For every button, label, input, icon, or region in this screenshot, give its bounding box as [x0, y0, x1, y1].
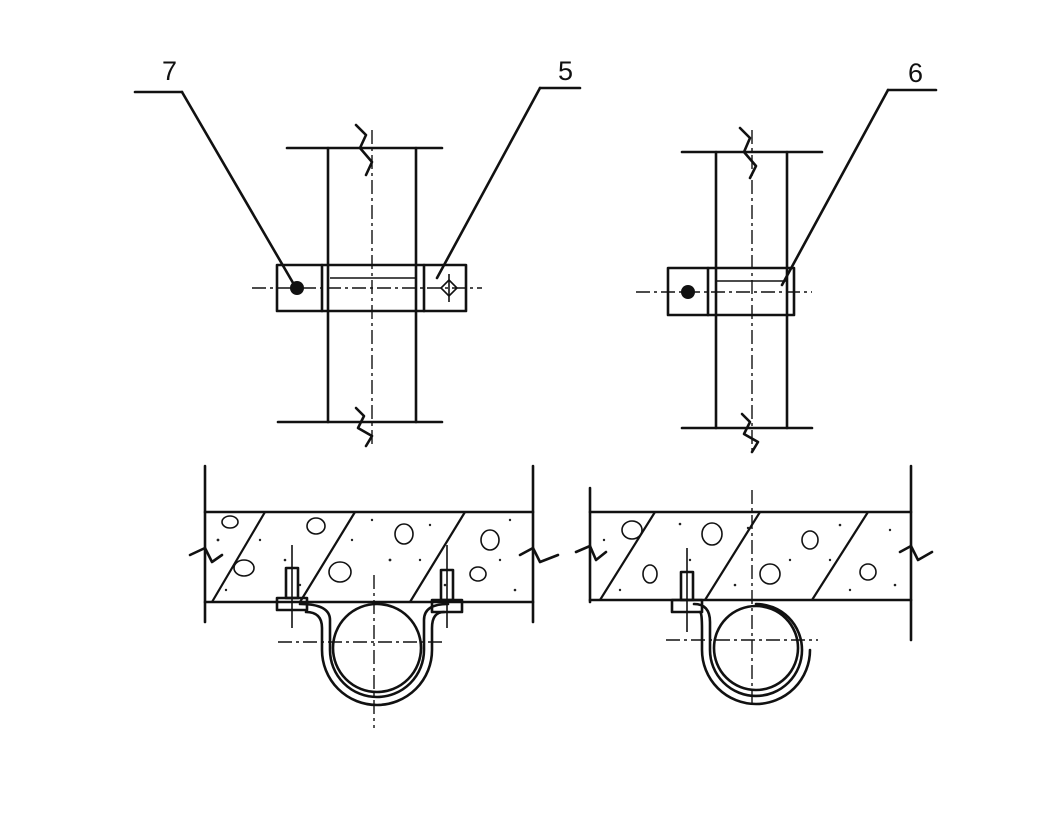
bolt-left [290, 281, 304, 295]
slab-break-right [518, 546, 560, 564]
bolt2 [681, 285, 695, 299]
aggregate2-3 [801, 530, 819, 550]
slab2-hatch-3 [811, 511, 869, 601]
slab-hatch-2 [299, 511, 356, 603]
slab2-hatch-1 [599, 511, 656, 601]
aggregate-1 [221, 515, 239, 529]
callout-label-6: 6 [908, 58, 924, 88]
slab2-break-left [574, 544, 608, 562]
slab-break-left [188, 546, 224, 564]
plan-view-single-clamp [636, 88, 938, 454]
concrete2-speckle [602, 522, 897, 592]
leader-line-5-diagonal [435, 86, 542, 280]
aggregate-3 [394, 523, 414, 545]
aggregate2-4 [642, 564, 658, 584]
pipe2-section [712, 604, 800, 692]
pipe-section [331, 602, 423, 694]
leader-line-7-diagonal [180, 90, 298, 290]
leader-line-6-diagonal [780, 88, 890, 287]
callout-label-7: 7 [162, 56, 178, 86]
slab-hatch-3 [409, 511, 466, 603]
aggregate-7 [469, 566, 487, 582]
u-strap-inner [304, 610, 446, 707]
callout-label-5: 5 [558, 56, 574, 86]
aggregate2-5 [759, 563, 781, 585]
aggregate-6 [328, 561, 352, 583]
break-mark2-top [738, 126, 758, 180]
aggregate-2 [306, 517, 326, 535]
section-view-double-clamp [188, 464, 560, 728]
section-view-single-clamp [574, 464, 934, 708]
aggregate-5 [233, 559, 255, 577]
break-mark2-bottom [740, 412, 760, 454]
aggregate2-2 [701, 522, 723, 546]
aggregate2-1 [621, 520, 643, 540]
u-strap-outer [298, 602, 450, 699]
slab-hatch-1 [211, 511, 266, 603]
aggregate-4 [480, 529, 500, 551]
plan-view-double-clamp [133, 86, 582, 448]
concrete-speckle [216, 518, 517, 592]
slab2-break-right [898, 544, 934, 562]
strap2-inner [698, 610, 812, 706]
break-mark-top [354, 123, 374, 177]
aggregate2-6 [859, 563, 877, 581]
break-mark-bottom [354, 406, 374, 448]
strap2-outer [692, 602, 804, 698]
slab2-hatch-2 [704, 511, 761, 601]
